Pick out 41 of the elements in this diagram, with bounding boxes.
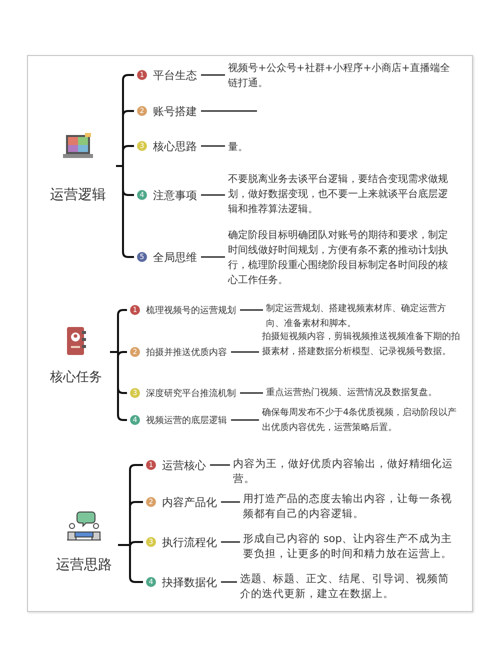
connector-line: [221, 541, 240, 543]
description-text: 确保每周发布不少于4条优质视频，启动阶段以产出优质内容优先，运营策略后置。: [262, 406, 460, 436]
connector-line: [201, 194, 225, 196]
connector-line: [201, 145, 225, 147]
description-text: 不要脱离业务去谈平台逻辑，要结合变现需求做规划，做好数据变现，也不要一上来就谈平台底层逻辑和推荐算法逻辑。: [228, 172, 456, 217]
branch-label: 梳理视频号的运营规划: [146, 304, 236, 316]
branch-label: 注意事项: [153, 188, 197, 202]
branch-label: 执行流程化: [162, 534, 217, 550]
description-text: 量。: [228, 140, 456, 155]
connector-line: [221, 581, 237, 583]
description-text: 内容为王，做好优质内容输出，做好精细化运营。: [233, 457, 455, 487]
branch-label: 抉择数据化: [162, 574, 217, 590]
connector-line: [201, 74, 225, 76]
topic-title: 运营思路: [55, 556, 113, 574]
description-text: 选题、标题、正文、结尾、引导词、视频简介的迭代更新，建立在数据上。: [240, 572, 458, 602]
branch-label: 核心思路: [153, 138, 197, 154]
connector-line: [221, 501, 240, 503]
branch-label: 全局思维: [153, 250, 197, 264]
connector-line: [231, 351, 259, 353]
connector-line: [201, 110, 257, 112]
connector-line: [240, 309, 263, 311]
branch-label: 深度研究平台推流机制: [146, 388, 236, 400]
description-text: 制定运营规划、搭建视频素材库、确定运营方向、准备素材和脚本。: [266, 302, 460, 332]
topic-title: 核心任务: [49, 369, 103, 386]
description-text: 确定阶段目标明确团队对账号的期待和要求，制定时间线做好时间规划，方便有条不紊的推动计划执行，梳理阶段重心围绕阶段目标制定各时间段的核心工作任务。: [228, 228, 456, 288]
branch-label: 平台生态: [153, 68, 197, 82]
branch-label: 视频运营的底层逻辑: [146, 414, 227, 426]
description-text: 拍摄短视频内容，剪辑视频推送视频准备下期的拍摄素材，搭建数据分析模型、记录视频号数据。: [262, 330, 460, 360]
description-text: 视频号+公众号+社群+小程序+小商店+直播端全链打通。: [228, 61, 456, 91]
topic-title: 运营逻辑: [49, 186, 107, 204]
connector-line: [240, 392, 263, 394]
connector-line: [231, 419, 259, 421]
connector-line: [210, 464, 230, 466]
branch-label: 内容产品化: [162, 494, 217, 510]
branch-label: 运营核心: [162, 458, 206, 472]
description-text: 形成自己内容的 sop、让内容生产不成为主要负担，让更多的时间和精力放在运营上。: [243, 532, 457, 562]
branch-label: 账号搭建: [153, 104, 197, 118]
branch-label: 拍摄并推送优质内容: [146, 346, 227, 358]
description-text: 用打造产品的态度去输出内容，让每一条视频都有自己的内容逻辑。: [243, 492, 457, 522]
description-text: 重点运营热门视频、运营情况及数据复盘。: [266, 386, 460, 401]
connector-line: [201, 256, 225, 258]
